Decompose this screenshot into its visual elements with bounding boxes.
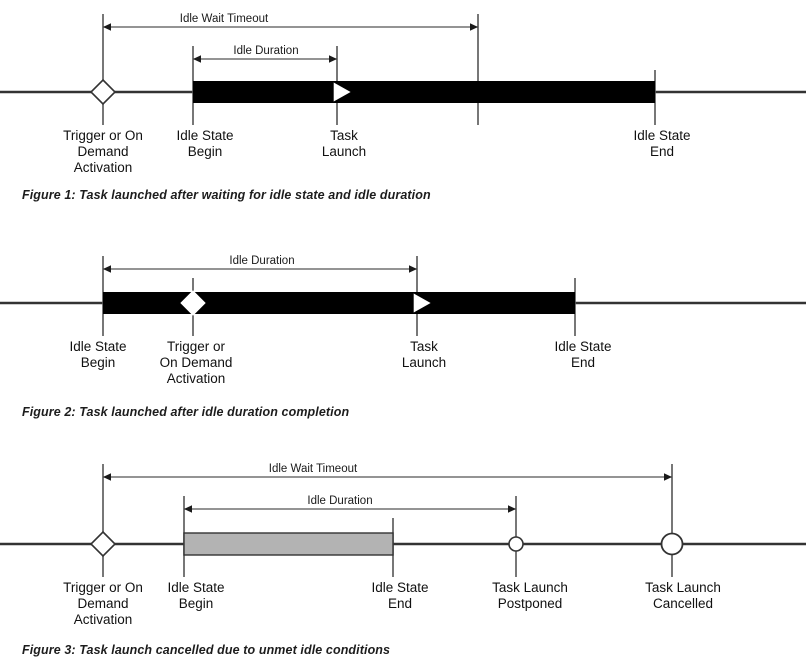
label-task-launch: Task Launch (402, 339, 446, 370)
task-launch-cancelled-circle-icon (660, 532, 684, 556)
svg-text:End: End (388, 596, 412, 611)
svg-text:Idle State: Idle State (69, 339, 126, 354)
figure-1-svg: Idle Wait Timeout Idle Duration Trigger … (0, 13, 806, 175)
svg-text:Trigger or: Trigger or (167, 339, 226, 354)
label-idle-state-end: Idle State End (554, 339, 611, 370)
svg-text:Trigger or On: Trigger or On (63, 580, 143, 595)
svg-text:End: End (650, 144, 674, 159)
svg-text:Task Launch: Task Launch (492, 580, 568, 595)
label-task-launch-postponed: Task Launch Postponed (492, 580, 568, 611)
svg-text:Idle State: Idle State (176, 128, 233, 143)
dimension-idle-wait-timeout: Idle Wait Timeout (103, 463, 672, 481)
svg-text:Task: Task (330, 128, 358, 143)
idle-state-bar-active (193, 81, 655, 103)
figure-3-caption: Figure 3: Task launch cancelled due to u… (22, 643, 391, 657)
idle-state-bar-active (103, 292, 575, 314)
dimension-label-idle-duration: Idle Duration (233, 45, 298, 57)
svg-text:Idle State: Idle State (371, 580, 428, 595)
svg-text:Activation: Activation (74, 612, 133, 627)
label-task-launch: Task Launch (322, 128, 366, 159)
svg-text:Begin: Begin (188, 144, 223, 159)
svg-text:Task: Task (410, 339, 438, 354)
dimension-label-idle-duration: Idle Duration (307, 495, 372, 507)
label-trigger-activation: Trigger or On Demand Activation (160, 339, 233, 386)
figure-2-timeline: Idle Duration Idle State Begin Trigger o… (0, 230, 806, 425)
svg-text:End: End (571, 355, 595, 370)
svg-text:Activation: Activation (74, 160, 133, 175)
svg-text:On Demand: On Demand (160, 355, 233, 370)
svg-text:Idle State: Idle State (554, 339, 611, 354)
dimension-label-idle-duration: Idle Duration (229, 255, 294, 267)
figure-2-svg: Idle Duration Idle State Begin Trigger o… (0, 255, 806, 386)
label-idle-state-end: Idle State End (633, 128, 690, 159)
figure-1-caption: Figure 1: Task launched after waiting fo… (22, 188, 431, 202)
figure-3-svg: Idle Wait Timeout Idle Duration Trigger … (0, 463, 806, 627)
figure-3-timeline: Idle Wait Timeout Idle Duration Trigger … (0, 440, 806, 665)
svg-text:Launch: Launch (322, 144, 366, 159)
task-launch-postponed-circle-icon (508, 536, 524, 552)
label-trigger-activation: Trigger or On Demand Activation (63, 128, 143, 175)
svg-text:Trigger or On: Trigger or On (63, 128, 143, 143)
label-idle-state-begin: Idle State Begin (176, 128, 233, 159)
svg-text:Launch: Launch (402, 355, 446, 370)
figure-2-caption: Figure 2: Task launched after idle durat… (22, 405, 350, 419)
label-idle-state-begin: Idle State Begin (69, 339, 126, 370)
svg-text:Cancelled: Cancelled (653, 596, 713, 611)
label-task-launch-cancelled: Task Launch Cancelled (645, 580, 721, 611)
idle-state-bar-incomplete (183, 532, 394, 556)
label-trigger-activation: Trigger or On Demand Activation (63, 580, 143, 627)
svg-text:Begin: Begin (81, 355, 116, 370)
svg-text:Activation: Activation (167, 371, 226, 386)
svg-text:Task Launch: Task Launch (645, 580, 721, 595)
svg-text:Idle State: Idle State (633, 128, 690, 143)
svg-text:Demand: Demand (77, 596, 128, 611)
svg-text:Demand: Demand (77, 144, 128, 159)
figure-1-timeline: Idle Wait Timeout Idle Duration Trigger … (0, 0, 806, 215)
task-launch-triangle-icon (413, 293, 431, 313)
trigger-activation-diamond-icon (89, 530, 117, 558)
svg-text:Idle State: Idle State (167, 580, 224, 595)
dimension-label-idle-wait-timeout: Idle Wait Timeout (180, 13, 269, 25)
dimension-idle-duration: Idle Duration (184, 495, 516, 513)
dimension-idle-duration: Idle Duration (193, 45, 337, 63)
label-idle-state-begin: Idle State Begin (167, 580, 224, 611)
dimension-idle-duration: Idle Duration (103, 255, 417, 273)
trigger-activation-diamond-icon (180, 290, 206, 316)
dimension-idle-wait-timeout: Idle Wait Timeout (103, 13, 478, 31)
svg-text:Postponed: Postponed (498, 596, 563, 611)
dimension-label-idle-wait-timeout: Idle Wait Timeout (269, 463, 358, 475)
svg-text:Begin: Begin (179, 596, 214, 611)
task-launch-triangle-icon (333, 82, 351, 102)
label-idle-state-end: Idle State End (371, 580, 428, 611)
trigger-activation-diamond-icon (89, 78, 117, 106)
